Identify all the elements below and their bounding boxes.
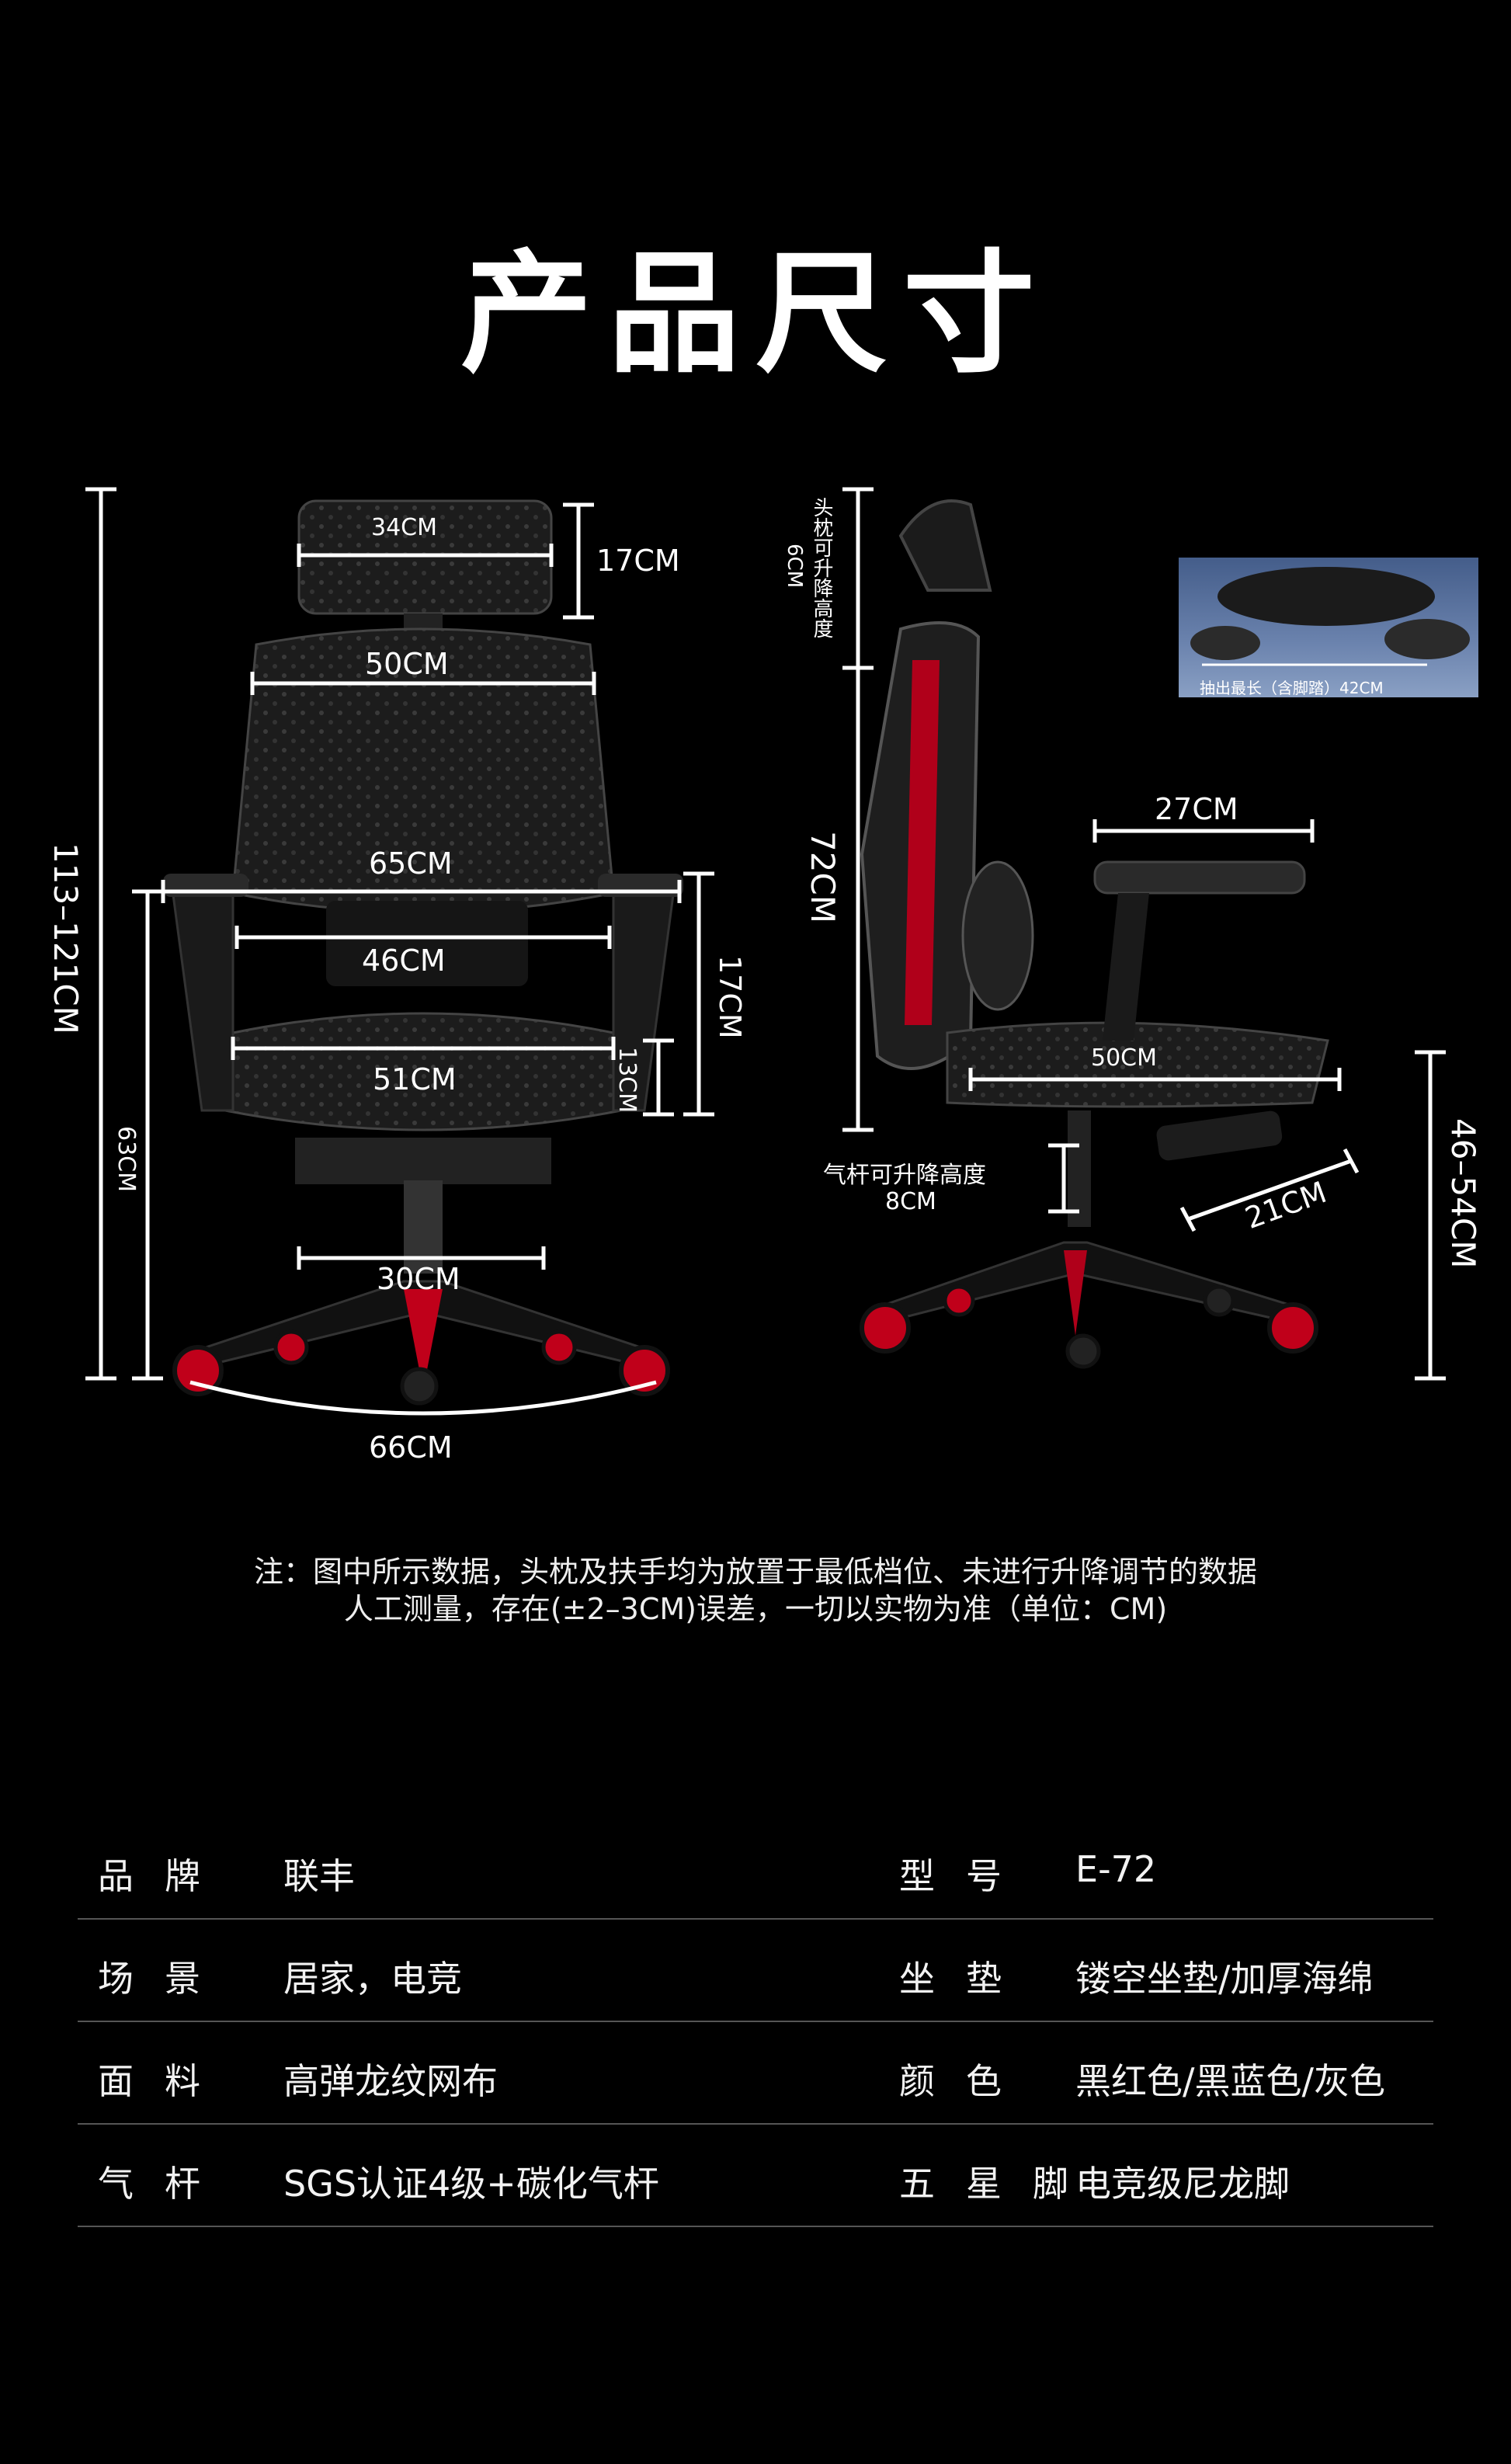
spec-key: 颜色 [899, 2060, 1033, 2102]
spec-key: 场景 [98, 1958, 231, 2000]
spec-table: 品牌 联丰 型号 E-72 场景 居家，电竞 坐垫 镂空坐垫/加厚海绵 面料 高… [78, 1817, 1433, 2227]
spec-value: SGS认证4级+碳化气杆 [283, 2163, 659, 2205]
armrest-span-label: 65CM [369, 846, 453, 881]
spec-value: 电竞级尼龙脚 [1075, 2163, 1290, 2205]
base-inner-label: 30CM [377, 1262, 460, 1296]
spec-key: 五星脚 [899, 2163, 1099, 2205]
spec-row: 面料 高弹龙纹网布 颜色 黑红色/黑蓝色/灰色 [78, 2022, 1433, 2125]
headrest-adjust-value: 6CM [783, 544, 806, 589]
headrest-adjust-label: 头枕可升降高度 [810, 497, 833, 638]
seat-height-label: 63CM [113, 1126, 140, 1193]
headrest-height-label: 17CM [596, 544, 680, 578]
spec-value: 联丰 [283, 1855, 355, 1897]
spec-key: 品牌 [98, 1855, 231, 1897]
base-width-label: 66CM [369, 1430, 453, 1465]
spec-value: 镂空坐垫/加厚海绵 [1075, 1958, 1374, 2000]
seat-thickness-label: 13CM [613, 1047, 641, 1114]
side-chair-illustration [860, 499, 1329, 1369]
page-title: 产品尺寸 [460, 238, 1051, 391]
chair-dimension-diagram [85, 487, 1446, 1416]
footrest-inset-graphic [1190, 567, 1470, 666]
arm-length-label: 27CM [1155, 792, 1238, 826]
note-line-1: 注：图中所示数据，头枕及扶手均为放置于最低档位、未进行升降调节的数据 [253, 1555, 1257, 1589]
lumbar-width-label: 46CM [362, 944, 446, 978]
spec-row: 气杆 SGS认证4级+碳化气杆 五星脚 电竞级尼龙脚 [78, 2125, 1433, 2227]
dimension-lines [85, 487, 1446, 1416]
seat-height-range-label: 46–54CM [1444, 1118, 1482, 1269]
back-width-label: 50CM [365, 647, 449, 681]
gas-lift-value: 8CM [885, 1188, 936, 1215]
seat-depth-label: 50CM [1091, 1044, 1158, 1072]
spec-value: 黑红色/黑蓝色/灰色 [1075, 2060, 1385, 2102]
back-height-label: 72CM [804, 831, 842, 924]
spec-key: 坐垫 [899, 1958, 1033, 2000]
spec-value: 居家，电竞 [283, 1958, 462, 2000]
spec-key: 面料 [98, 2060, 231, 2102]
spec-row: 场景 居家，电竞 坐垫 镂空坐垫/加厚海绵 [78, 1920, 1433, 2022]
front-chair-illustration [163, 499, 683, 1406]
inset-label: 抽出最长（含脚踏）42CM [1200, 679, 1384, 697]
arm-height-label: 17CM [713, 955, 747, 1039]
footrest-inset-image [1179, 558, 1478, 697]
note-line-2: 人工测量，存在(±2–3CM)误差，一切以实物为准（单位：CM) [343, 1592, 1168, 1626]
seat-width-label: 51CM [373, 1062, 457, 1096]
spec-value: 高弹龙纹网布 [283, 2060, 498, 2102]
front-total-height-label: 113–121CM [47, 843, 85, 1034]
spec-value: E-72 [1075, 1848, 1157, 1890]
spec-key: 气杆 [98, 2163, 231, 2205]
gas-lift-label: 气杆可升降高度 [823, 1162, 986, 1189]
spec-key: 型号 [899, 1855, 1033, 1897]
spec-row: 品牌 联丰 型号 E-72 [78, 1817, 1433, 1920]
headrest-width-label: 34CM [371, 514, 438, 541]
